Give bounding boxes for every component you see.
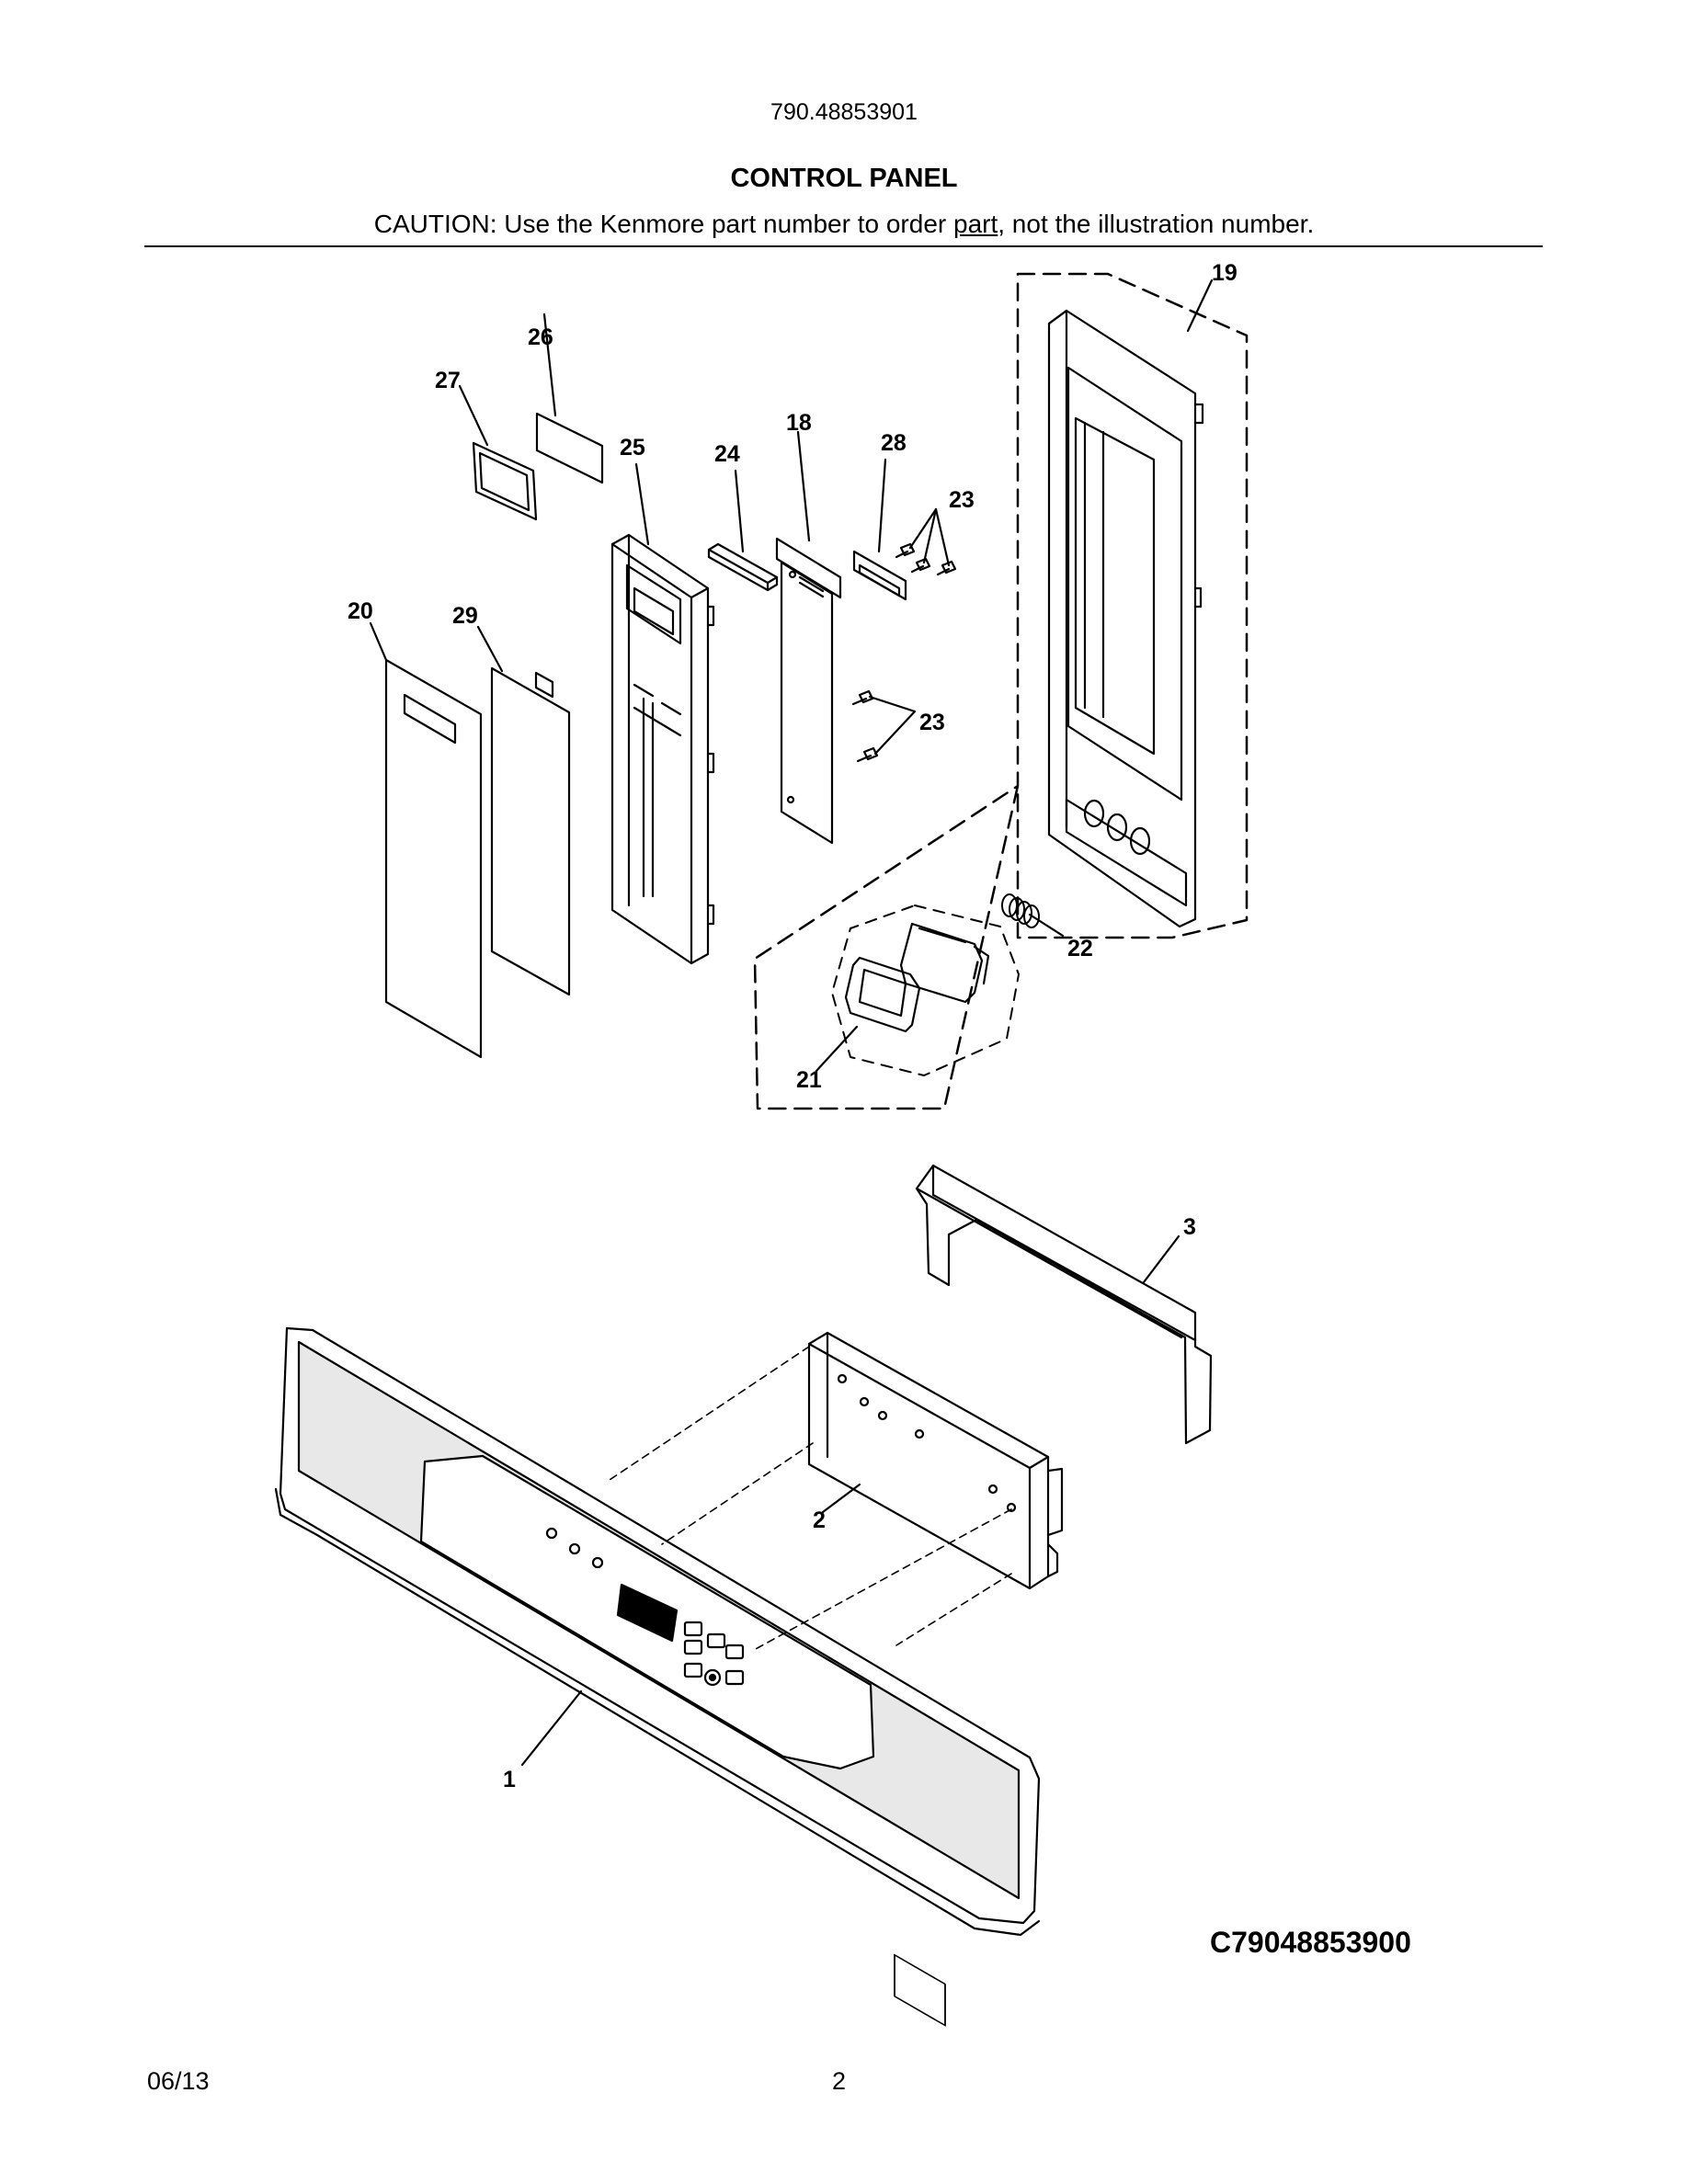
part-26-lens-plate <box>535 412 604 484</box>
callout-labels: 19 26 27 25 24 18 28 23 23 20 29 22 21 3… <box>348 260 1237 1792</box>
callout-19: 19 <box>1212 260 1237 286</box>
part-24-light-pipe <box>707 542 779 592</box>
part-20-overlay <box>384 658 483 1059</box>
alignment-lines <box>606 1346 1012 1651</box>
model-number: 790.48853901 <box>770 99 918 125</box>
section-title: CONTROL PANEL <box>730 164 958 193</box>
part-21-button-assembly <box>844 922 990 1033</box>
caution-note: CAUTION: Use the Kenmore part number to … <box>0 210 1688 239</box>
callout-25: 25 <box>620 435 645 461</box>
callout-1: 1 <box>503 1767 516 1792</box>
assembly-21-dashed-outline <box>831 904 1020 1076</box>
callout-26: 26 <box>528 324 553 350</box>
caution-text-end: , not the illustration number. <box>998 210 1315 238</box>
part-23-screws <box>851 542 957 763</box>
part-27-window <box>472 441 538 521</box>
page-number: 2 <box>832 2067 847 2095</box>
assembly-19-dashed-outline <box>753 272 1249 1110</box>
callout-20: 20 <box>348 598 373 624</box>
part-2-electronic-control <box>807 1331 1064 2027</box>
callout-28: 28 <box>881 430 907 456</box>
callout-27: 27 <box>435 368 461 393</box>
callout-2: 2 <box>813 1507 826 1533</box>
callout-3: 3 <box>1183 1214 1196 1240</box>
header-rule <box>144 245 1543 247</box>
callout-24: 24 <box>714 441 740 467</box>
callout-23-middle: 23 <box>919 710 945 735</box>
part-25-bracket <box>610 533 715 965</box>
footer-date: 06/13 <box>147 2067 210 2095</box>
callout-22: 22 <box>1067 936 1093 961</box>
callout-23-top: 23 <box>949 487 975 513</box>
part-1-control-panel-front <box>274 1326 1041 1937</box>
callout-18: 18 <box>786 410 812 436</box>
part-29-membrane-switch <box>490 666 571 996</box>
callout-29: 29 <box>452 603 478 629</box>
part-28-small-bracket <box>852 550 907 601</box>
callout-21: 21 <box>796 1067 822 1093</box>
part-18-circuit-board <box>775 537 842 845</box>
part-19-panel-frame <box>1047 309 1204 928</box>
part-22-spring <box>1001 893 1040 928</box>
caution-underlined-word: part <box>953 210 998 238</box>
leader-lines <box>369 279 1214 1767</box>
part-3-handle-bracket <box>915 1164 1213 1445</box>
caution-text-start: CAUTION: Use the Kenmore part number to … <box>373 210 953 238</box>
drawing-code: C79048853900 <box>1210 1926 1411 1959</box>
